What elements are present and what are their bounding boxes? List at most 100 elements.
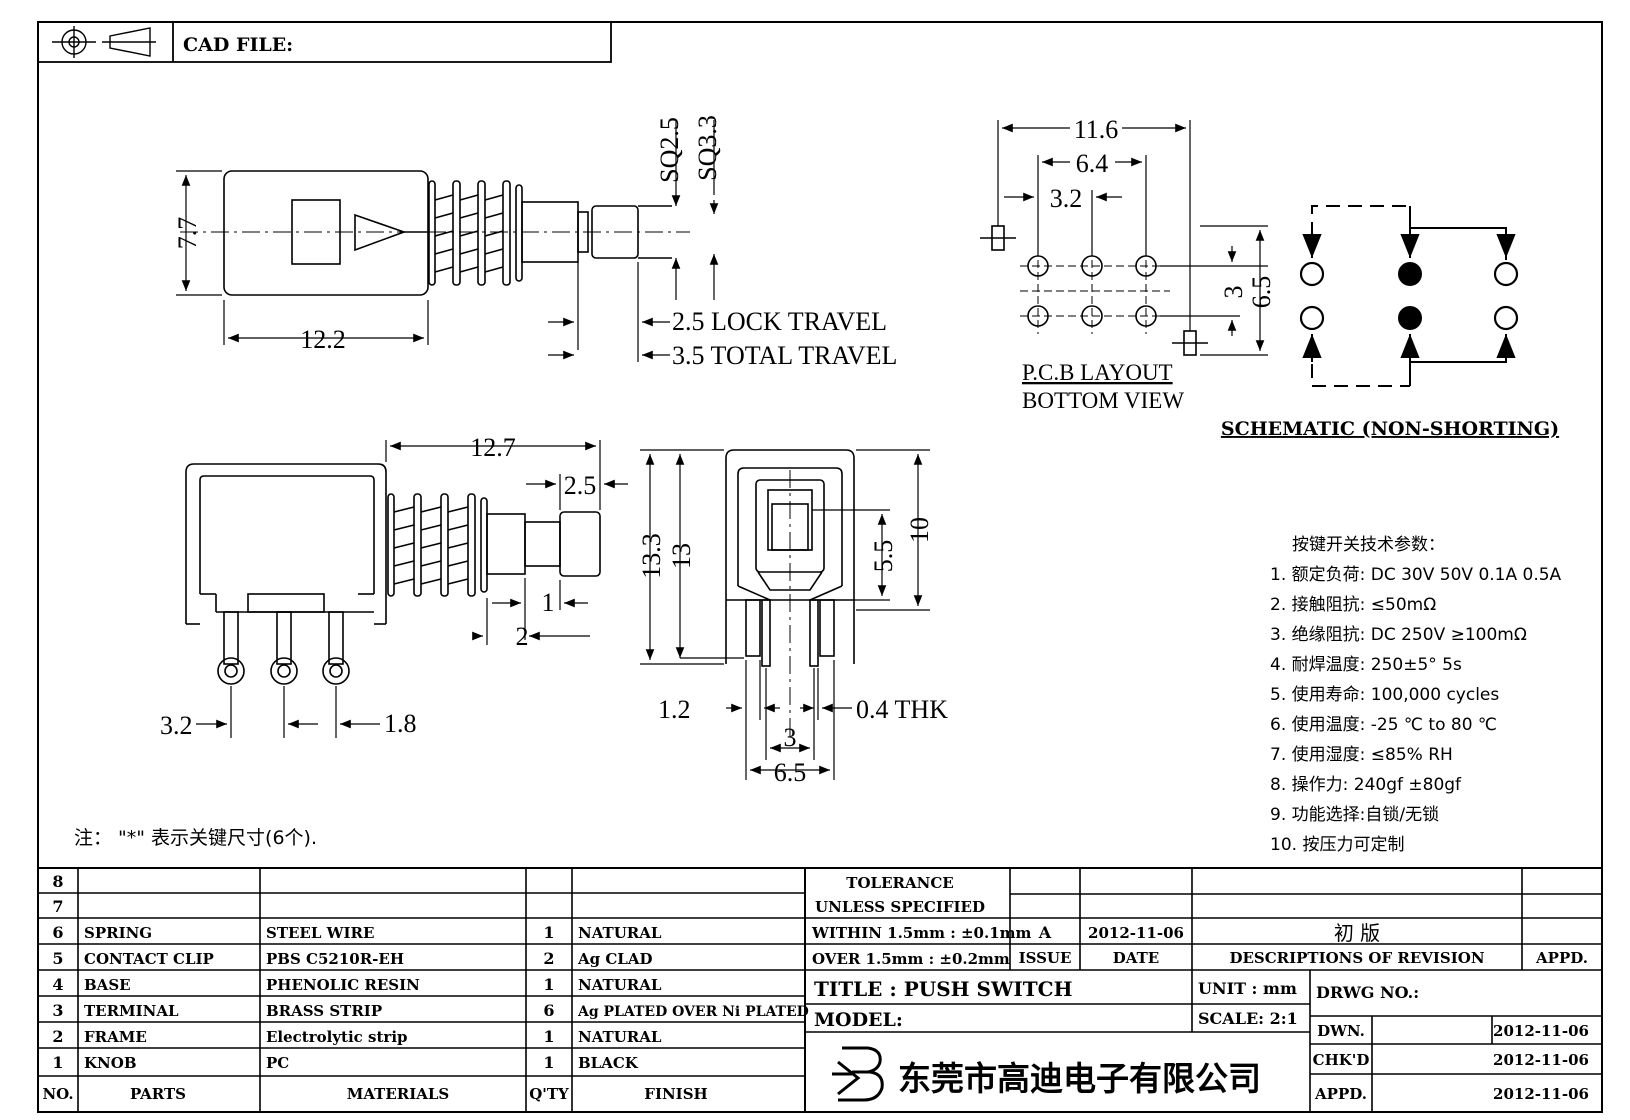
dim-pcb-3-2: 3.2	[1050, 184, 1083, 213]
bom-part: SPRING	[84, 924, 152, 942]
dim-1-2: 1.2	[658, 695, 691, 724]
tolerance-label: TOLERANCE	[846, 874, 953, 892]
spec-item: 5. 使用寿命: 100,000 cycles	[1270, 684, 1499, 705]
total-travel-label: 3.5 TOTAL TRAVEL	[672, 341, 897, 370]
spec-list: 按键开关技术参数： 1. 额定负荷: DC 30V 50V 0.1A 0.5A …	[1270, 535, 1562, 855]
spec-heading: 按键开关技术参数：	[1292, 535, 1445, 555]
table-row: 5 CONTACT CLIP PBS C5210R-EH 2 Ag CLAD	[52, 949, 652, 968]
table-row: 7	[52, 897, 63, 916]
company-logo-icon	[832, 1046, 884, 1102]
dim-sq-small: SQ2.5	[655, 117, 684, 183]
issue-label: ISSUE	[1019, 949, 1072, 967]
dim-pin-left: 3.2	[160, 711, 193, 740]
dim-front-3: 3	[784, 723, 797, 752]
spec-item: 7. 使用湿度: ≤85% RH	[1270, 744, 1453, 765]
bom-finish: BLACK	[578, 1054, 639, 1072]
revision-description-value: 初 版	[1334, 921, 1380, 945]
appd-approver-label: APPD.	[1314, 1085, 1367, 1103]
bom-header-part: PARTS	[130, 1085, 186, 1103]
bom-material: PHENOLIC RESIN	[266, 976, 420, 994]
spec-item: 6. 使用温度: -25 ℃ to 80 ℃	[1270, 714, 1497, 735]
scale-label: SCALE: 2:1	[1198, 1009, 1298, 1028]
dim-height: 7.7	[173, 217, 202, 250]
spec-item: 9. 功能选择:自锁/无锁	[1270, 805, 1439, 825]
schematic-title: SCHEMATIC (NON-SHORTING)	[1221, 418, 1559, 440]
bom-table	[38, 867, 1602, 1112]
dim-13: 13	[667, 543, 696, 569]
dim-pcb-6-5: 6.5	[1247, 276, 1276, 309]
cad-file-label: CAD FILE:	[183, 34, 293, 56]
revision-label: DESCRIPTIONS OF REVISION	[1229, 949, 1484, 967]
table-header-row: NO. PARTS MATERIALS Q'TY FINISH	[42, 1085, 707, 1103]
projection-symbol-icon	[52, 26, 156, 58]
bom-finish: NATURAL	[578, 924, 662, 942]
bom-no: 1	[52, 1053, 63, 1072]
bom-qty: 1	[543, 1053, 554, 1072]
bom-finish: Ag PLATED OVER Ni PLATED	[577, 1004, 809, 1020]
bom-material: PBS C5210R-EH	[266, 950, 404, 968]
bom-part: TERMINAL	[84, 1002, 179, 1020]
tolerance-within: WITHIN 1.5mm : ±0.1mm	[811, 924, 1032, 942]
bom-header-material: MATERIALS	[347, 1085, 450, 1103]
bom-material: BRASS STRIP	[266, 1002, 382, 1020]
appd-date: 2012-11-06	[1493, 1085, 1589, 1103]
dwn-label: DWN.	[1317, 1022, 1365, 1040]
dim-10: 10	[905, 517, 934, 543]
dim-pcb-3: 3	[1219, 286, 1248, 299]
tolerance-over: OVER 1.5mm : ±0.2mm	[812, 950, 1010, 968]
bom-rows: 8 7 6 SPRING STEEL WIRE 1 NATURAL 5 CONT…	[42, 872, 808, 1103]
bom-finish: Ag CLAD	[577, 950, 652, 968]
side-view	[185, 463, 601, 685]
bom-no: 5	[52, 949, 63, 968]
sheet-border	[37, 21, 1603, 1113]
date-label: DATE	[1113, 949, 1159, 967]
dim-pcb-11-6: 11.6	[1074, 115, 1119, 144]
pcb-dimensions	[997, 120, 1268, 356]
front-view-dimensions	[640, 449, 930, 780]
spec-item: 1. 额定负荷: DC 30V 50V 0.1A 0.5A	[1270, 565, 1562, 585]
spec-item: 4. 耐焊温度: 250±5° 5s	[1270, 655, 1462, 675]
bom-no: 6	[52, 923, 63, 942]
note-text: 注： "*" 表示关键尺寸(6个).	[74, 827, 317, 849]
model-label: MODEL:	[814, 1009, 903, 1031]
dwn-date: 2012-11-06	[1493, 1022, 1589, 1040]
dim-front-6-5: 6.5	[774, 758, 807, 787]
pcb-layout-subtitle: BOTTOM VIEW	[1022, 388, 1184, 413]
schematic	[1299, 205, 1519, 387]
spec-item: 3. 绝缘阻抗: DC 250V ≥100mΩ	[1270, 625, 1527, 645]
bom-finish: NATURAL	[578, 976, 662, 994]
bom-no: 3	[52, 1001, 63, 1020]
side-view-dimensions	[196, 440, 628, 738]
dim-sq-large: SQ3.3	[693, 115, 722, 181]
dim-5-5: 5.5	[869, 540, 898, 573]
dim-side-1: 1	[542, 588, 555, 617]
issue-value: A	[1038, 923, 1052, 942]
dim-pin-right: 1.8	[384, 709, 417, 738]
dim-side-2: 2	[516, 622, 529, 651]
bom-material: PC	[266, 1054, 289, 1072]
drawing-title: TITLE : PUSH SWITCH	[814, 977, 1072, 1001]
dim-pcb-6-4: 6.4	[1076, 149, 1109, 178]
chkd-date: 2012-11-06	[1493, 1051, 1589, 1069]
spec-item: 8. 操作力: 240gf ±80gf	[1270, 775, 1462, 795]
table-row: 6 SPRING STEEL WIRE 1 NATURAL	[52, 923, 661, 942]
table-row: 8	[52, 872, 63, 891]
front-view	[725, 449, 855, 740]
bom-qty: 6	[543, 1001, 554, 1020]
bom-no: 7	[52, 897, 63, 916]
bom-no: 4	[52, 975, 63, 994]
dim-13-3: 13.3	[637, 533, 666, 579]
chkd-label: CHK'D	[1313, 1051, 1370, 1069]
company-name: 东莞市高迪电子有限公司	[898, 1059, 1261, 1098]
bom-header-qty: Q'TY	[529, 1085, 569, 1103]
bom-material: STEEL WIRE	[266, 924, 374, 942]
table-row: 4 BASE PHENOLIC RESIN 1 NATURAL	[52, 975, 661, 994]
bom-part: KNOB	[84, 1054, 137, 1072]
bom-header-no: NO.	[42, 1085, 73, 1103]
bom-header-finish: FINISH	[644, 1085, 707, 1103]
bom-qty: 1	[543, 923, 554, 942]
top-view	[180, 170, 690, 296]
top-view-dimensions	[176, 120, 719, 362]
table-row: 2 FRAME Electrolytic strip 1 NATURAL	[52, 1027, 661, 1046]
title-block: TOLERANCE UNLESS SPECIFIED WITHIN 1.5mm …	[811, 874, 1589, 1103]
